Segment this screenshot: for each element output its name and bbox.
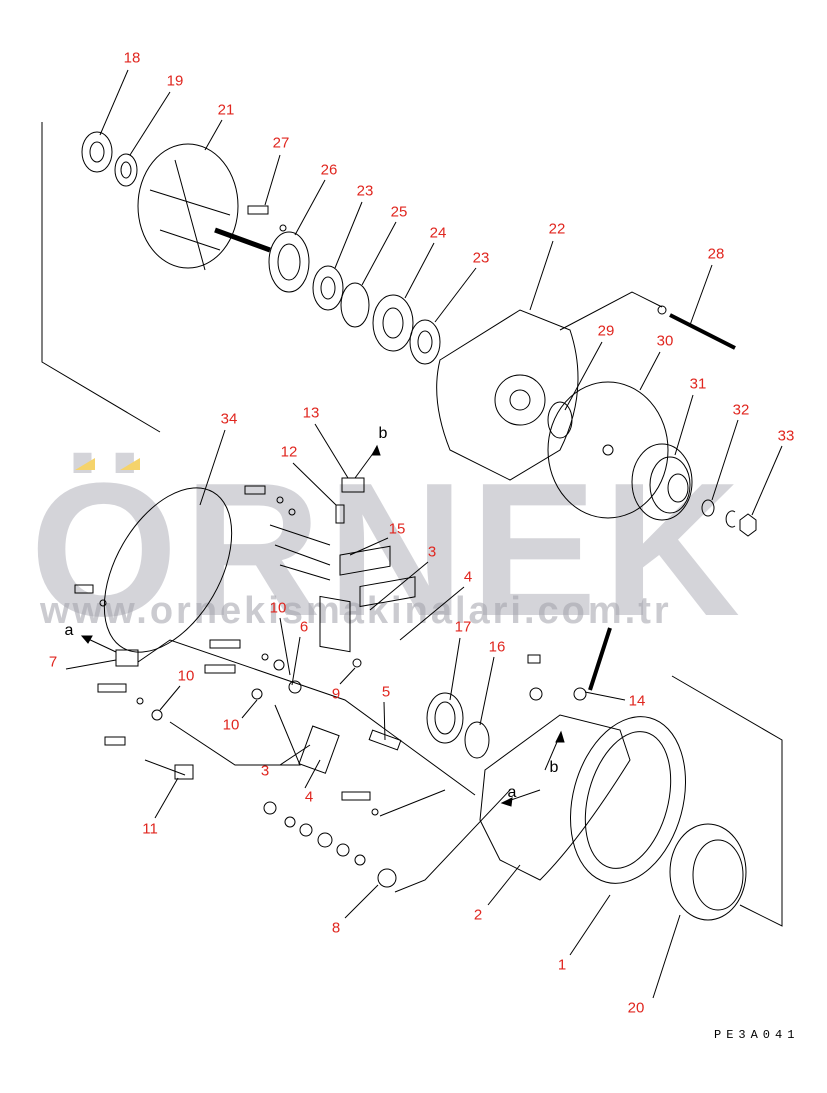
lockwasher-33 (725, 510, 757, 537)
part-label-34: 34 (220, 410, 238, 428)
part-label-7: 7 (48, 653, 58, 671)
washers-8 (263, 801, 397, 888)
front-housing-2 (479, 714, 631, 881)
part-label-32: 32 (732, 401, 750, 419)
part-label-11: 11 (142, 820, 158, 838)
regulator-15 (269, 524, 351, 653)
assembly-bracket-line (671, 675, 783, 927)
terminal-7 (115, 649, 139, 667)
bearing-18 (81, 131, 113, 173)
bolt-top (527, 654, 543, 701)
oring-16 (464, 721, 490, 759)
bolt-5 (368, 729, 402, 751)
part-label-8: 8 (331, 919, 341, 937)
part-label-20: 20 (627, 999, 645, 1017)
bolt-terminal-14 (573, 627, 612, 701)
part-label-33: 33 (777, 427, 795, 445)
fan-30 (547, 381, 669, 519)
view-label-a: a (507, 784, 517, 801)
bolt-5b (341, 791, 379, 816)
bearing-23a (312, 265, 344, 311)
bolt-9 (352, 658, 362, 668)
part-label-30: 30 (656, 332, 674, 350)
part-label-4: 4 (304, 788, 314, 806)
view-label-b: b (549, 759, 559, 776)
screw-12 (335, 504, 345, 524)
washer-19 (114, 153, 138, 187)
bolts-regulator (74, 485, 296, 607)
housing-22 (436, 309, 579, 481)
part-label-6: 6 (299, 618, 309, 636)
part-label-10: 10 (269, 599, 287, 617)
washer-32 (701, 499, 715, 517)
plug-11 (144, 759, 194, 780)
part-label-28: 28 (707, 245, 725, 263)
part-label-23: 23 (472, 249, 490, 267)
part-label-3: 3 (427, 543, 437, 561)
rotor-21 (137, 143, 271, 271)
part-label-19: 19 (166, 72, 184, 90)
part-label-31: 31 (689, 375, 707, 393)
arrow-a-bottom (500, 789, 541, 807)
view-label-b: b (378, 425, 388, 442)
watermark-url: www.ornekismakinalari.com.tr (40, 590, 672, 632)
stator-1 (569, 716, 687, 884)
part-label-12: 12 (280, 443, 298, 461)
view-label-a: a (64, 622, 74, 639)
part-label-26: 26 (320, 161, 338, 179)
watermark-accent (120, 458, 140, 470)
arrow-b-top (354, 444, 381, 479)
diode-plate-3 (339, 545, 391, 576)
bracket-3-4 (298, 725, 340, 774)
part-label-16: 16 (488, 638, 506, 656)
part-label-15: 15 (388, 520, 406, 538)
ring-26 (268, 231, 310, 293)
part-label-29: 29 (597, 322, 615, 340)
part-label-4: 4 (463, 568, 473, 586)
part-label-1: 1 (557, 956, 567, 974)
oring-25 (340, 282, 370, 328)
part-label-3: 3 (260, 762, 270, 780)
part-label-24: 24 (429, 224, 447, 242)
part-label-22: 22 (548, 220, 566, 238)
diode-plate-4 (359, 576, 416, 608)
part-label-21: 21 (217, 101, 235, 119)
part-label-10: 10 (222, 716, 240, 734)
bolt-28 (657, 305, 736, 350)
assembly-bracket-line (41, 122, 161, 433)
part-label-23: 23 (356, 182, 374, 200)
arrow-a-left (80, 635, 117, 653)
bolts-left (97, 639, 285, 746)
part-label-5: 5 (381, 683, 391, 701)
drawing-code: PE3A041 (714, 1028, 800, 1042)
pulley-20 (669, 823, 747, 921)
part-label-9: 9 (331, 685, 341, 703)
part-label-25: 25 (390, 203, 408, 221)
cover-34 (103, 487, 233, 653)
part-label-27: 27 (272, 134, 290, 152)
part-label-2: 2 (473, 906, 483, 924)
brush-holder-13 (341, 477, 365, 493)
nut-10 (288, 680, 302, 694)
pulley-31 (631, 443, 693, 521)
watermark-accent (75, 458, 95, 470)
seal-17 (426, 692, 464, 744)
part-label-17: 17 (454, 618, 472, 636)
part-label-13: 13 (302, 404, 320, 422)
part-label-10: 10 (177, 667, 195, 685)
bearing-23b (409, 319, 441, 365)
bearing-24 (372, 294, 414, 352)
part-label-18: 18 (123, 49, 141, 67)
watermark-brand: ÖRNEK (30, 444, 747, 656)
bolt-27 (247, 205, 287, 232)
arrow-b-bottom (544, 730, 565, 771)
spacer-29 (547, 401, 573, 439)
part-label-14: 14 (628, 692, 646, 710)
leader-lines (65, 69, 783, 999)
